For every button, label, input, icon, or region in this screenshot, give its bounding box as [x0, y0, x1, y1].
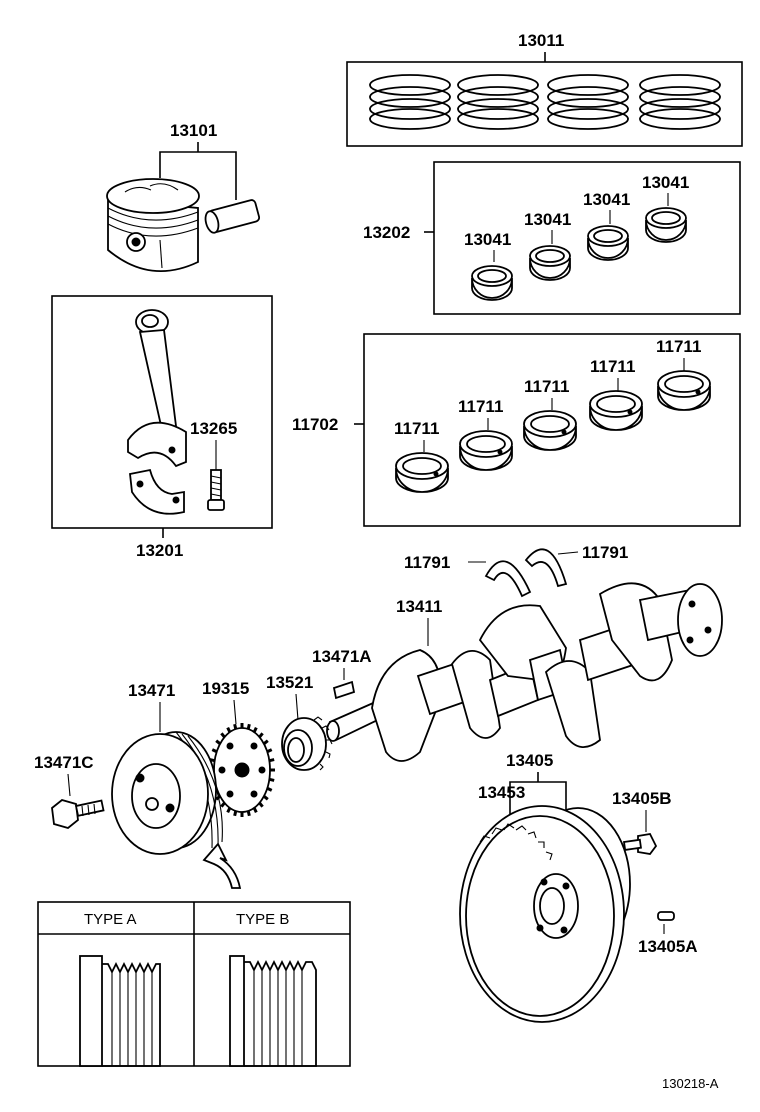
label-13011[interactable]: 13011	[518, 31, 564, 50]
label-11711-a[interactable]: 11711	[394, 419, 439, 438]
crank-key: 13471A	[312, 647, 372, 700]
label-13521[interactable]: 13521	[266, 673, 313, 692]
type-a-profile	[79, 955, 161, 1067]
main-bearing-2	[459, 430, 513, 471]
flywheel-pin: 13405A	[638, 911, 698, 956]
thrust-washer-2	[524, 548, 568, 588]
figure-code: 130218-A	[662, 1076, 719, 1091]
rod-bearing-group: 13202 13041 13041 13041 13041	[363, 161, 741, 315]
rod-cap	[129, 468, 185, 515]
main-bearing-5	[657, 370, 711, 411]
label-13041-d[interactable]: 13041	[642, 173, 689, 192]
piston-pin	[204, 199, 261, 234]
main-bearing-4	[589, 390, 643, 431]
piston-rings-group: 13011	[346, 31, 743, 147]
main-bearing-3	[523, 410, 577, 451]
connecting-rod	[127, 309, 187, 468]
label-11711-d[interactable]: 11711	[590, 357, 635, 376]
label-11791-b[interactable]: 11791	[582, 543, 628, 562]
piston	[106, 178, 200, 272]
type-b-header: TYPE B	[236, 911, 289, 928]
rod-bearing-1	[471, 265, 513, 301]
pulley-bolt: 13471C	[34, 753, 105, 829]
piston-and-pin: 13101	[106, 121, 261, 272]
rod-bearing-2	[529, 245, 571, 281]
label-13041-a[interactable]: 13041	[464, 230, 511, 249]
label-13405A[interactable]: 13405A	[638, 937, 698, 956]
crank-pulley: 13471	[111, 681, 223, 855]
sensor-plate: 19315	[202, 679, 275, 817]
piston-rings-box	[346, 61, 743, 147]
label-13101[interactable]: 13101	[170, 121, 217, 140]
label-13202[interactable]: 13202	[363, 223, 410, 242]
piston-ring-set-3	[547, 74, 629, 130]
connecting-rod-group: 13201 13265	[51, 295, 273, 560]
piston-ring-set-4	[639, 74, 721, 130]
piston-ring-set-1	[369, 74, 451, 130]
flywheel: 13405 13453	[459, 751, 631, 1023]
crankshaft: 13411	[326, 582, 723, 762]
label-11711-c[interactable]: 11711	[524, 377, 569, 396]
main-bearing-group: 11702 11711 11711 11711 11711 11711	[292, 333, 741, 527]
label-13265[interactable]: 13265	[190, 419, 237, 438]
label-13201[interactable]: 13201	[136, 541, 183, 560]
type-b-profile	[229, 955, 317, 1067]
label-13471C[interactable]: 13471C	[34, 753, 94, 772]
timing-gear: 13521	[266, 673, 333, 771]
rod-bolt	[207, 469, 225, 511]
direction-arrow-icon	[202, 842, 242, 889]
connecting-rod-box	[51, 295, 273, 529]
label-11711-b[interactable]: 11711	[458, 397, 503, 416]
label-11711-e[interactable]: 11711	[656, 337, 701, 356]
label-11702[interactable]: 11702	[292, 415, 338, 434]
label-13405B[interactable]: 13405B	[612, 789, 672, 808]
label-13405[interactable]: 13405	[506, 751, 553, 770]
rod-bearing-4	[645, 207, 687, 243]
label-19315[interactable]: 19315	[202, 679, 249, 698]
type-table: TYPE A TYPE B	[37, 901, 351, 1067]
thrust-washers: 11791 11791	[404, 543, 628, 598]
label-13411[interactable]: 13411	[396, 597, 442, 616]
rod-bearing-box	[433, 161, 741, 315]
label-13471A[interactable]: 13471A	[312, 647, 372, 666]
label-13471[interactable]: 13471	[128, 681, 175, 700]
piston-ring-set-2	[457, 74, 539, 130]
type-a-header: TYPE A	[84, 911, 137, 928]
flywheel-bolt: 13405B	[612, 789, 672, 855]
thrust-washer-1	[484, 560, 532, 598]
label-13041-c[interactable]: 13041	[583, 190, 630, 209]
main-bearing-box	[363, 333, 741, 527]
label-13041-b[interactable]: 13041	[524, 210, 571, 229]
main-bearing-1	[395, 452, 449, 493]
rod-bearing-3	[587, 225, 629, 261]
label-13453[interactable]: 13453	[478, 783, 525, 802]
label-11791-a[interactable]: 11791	[404, 553, 450, 572]
